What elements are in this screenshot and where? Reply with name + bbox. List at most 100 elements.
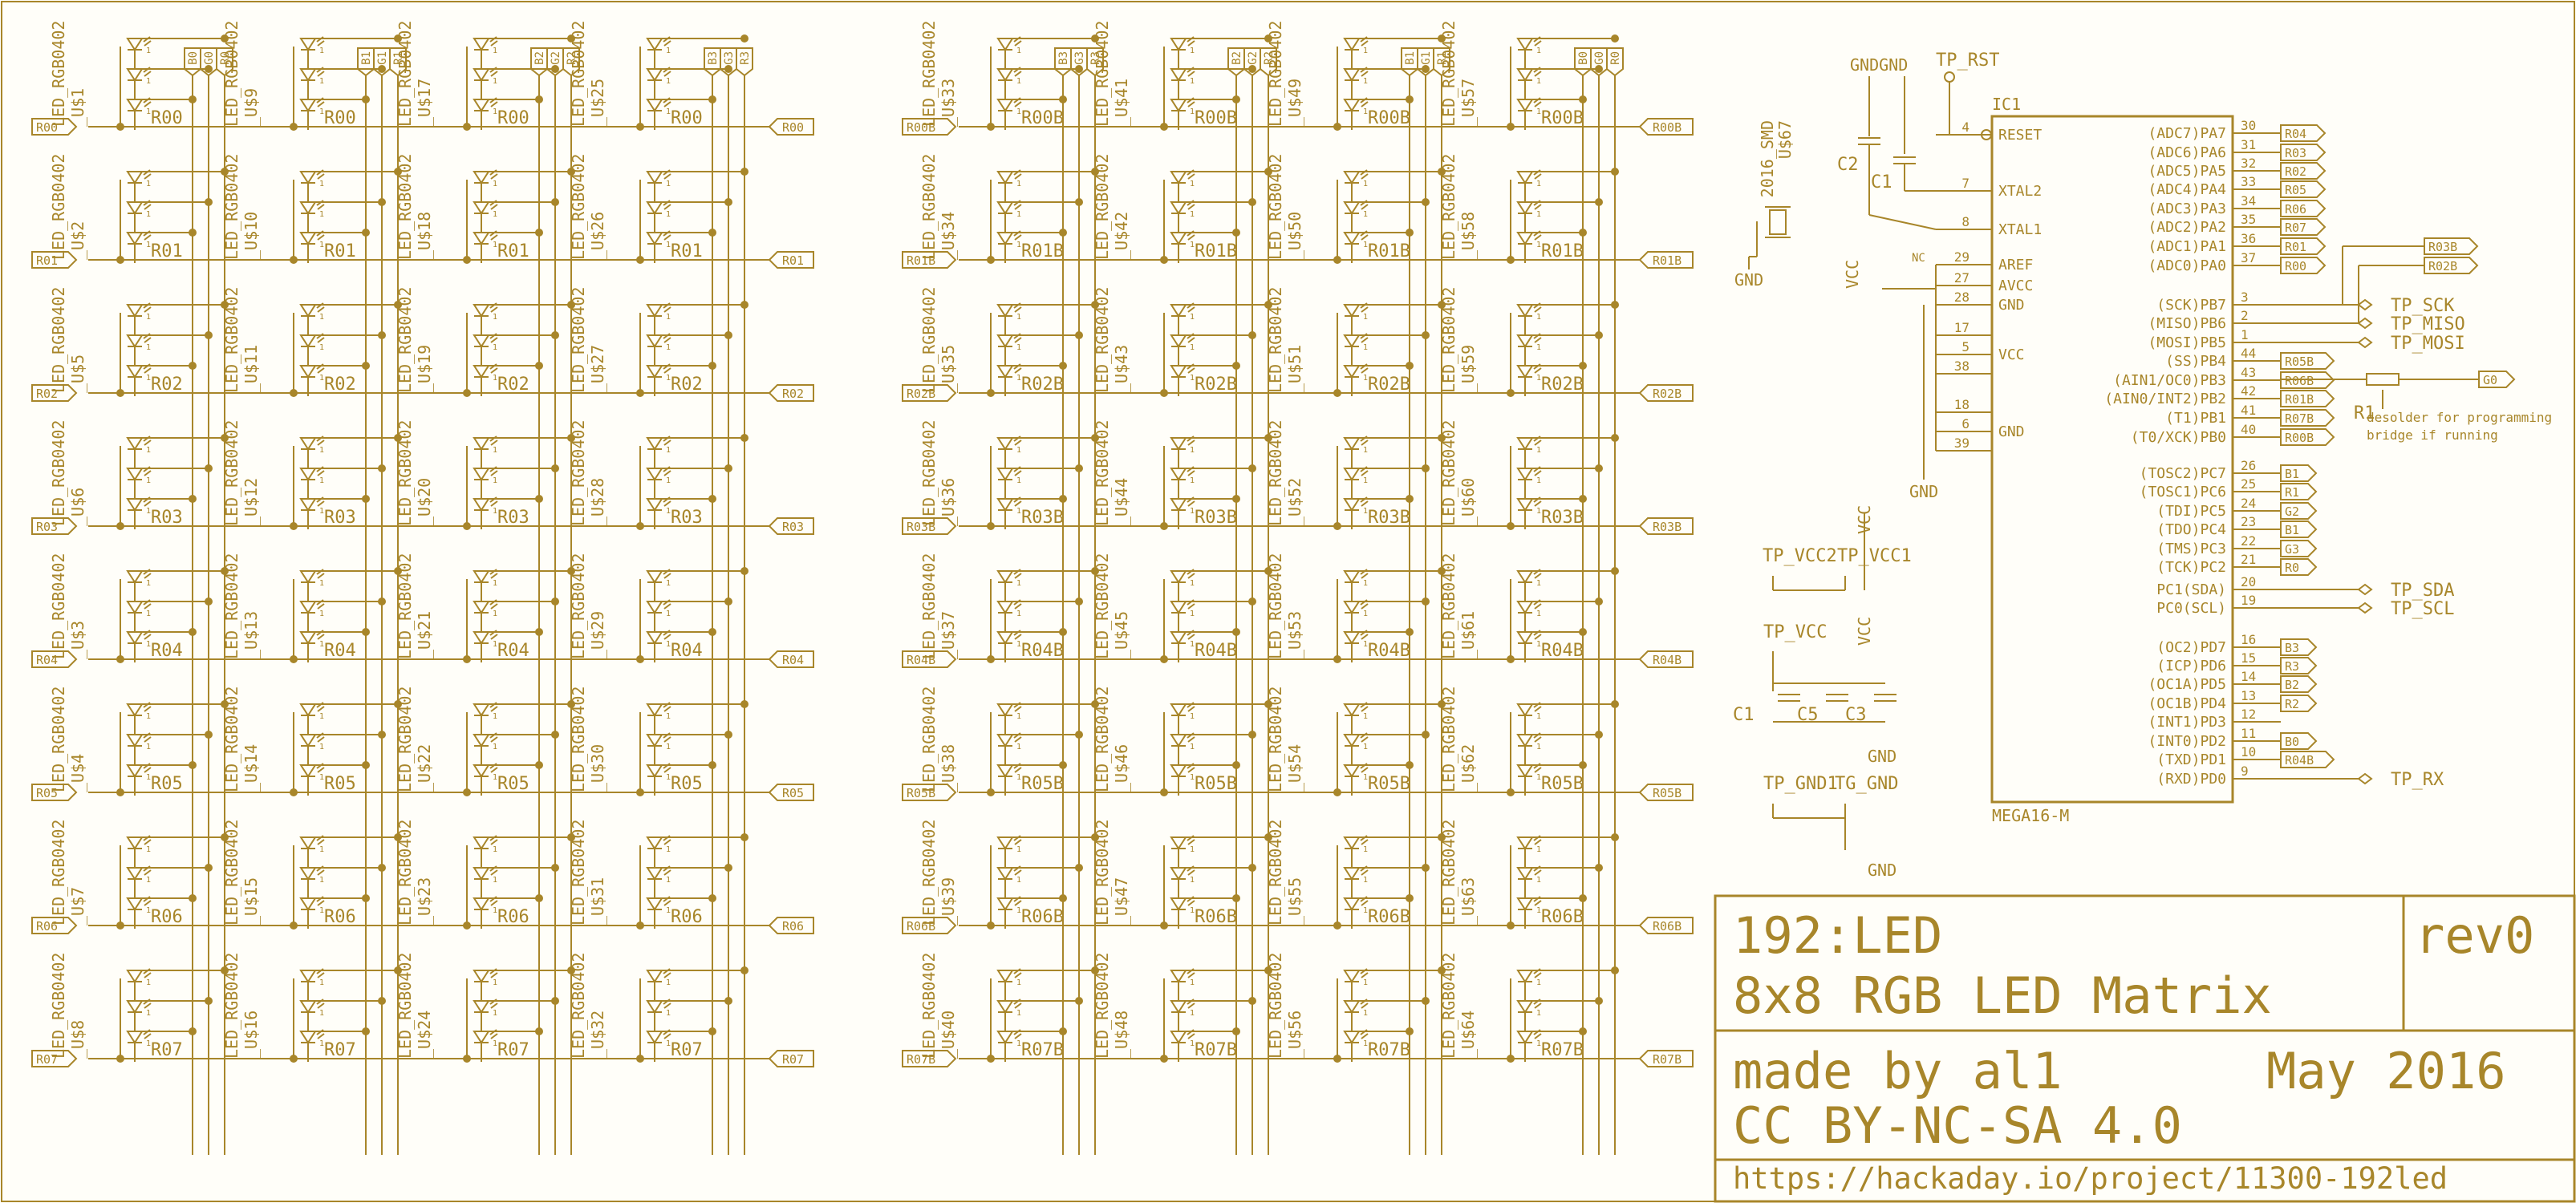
- pin-number: 21: [2241, 552, 2256, 567]
- pin-num: 1: [146, 773, 151, 782]
- emit-arrow: [317, 40, 325, 47]
- led-icon: 1: [473, 496, 498, 516]
- pin-name: AREF: [1998, 257, 2033, 273]
- part-type: LED_RGB0402: [1093, 420, 1112, 526]
- part-type: LED_RGB0402: [396, 154, 415, 260]
- diode-triangle: [996, 897, 1014, 911]
- emit-arrow: [1014, 71, 1022, 77]
- diode-triangle: [1516, 1000, 1534, 1014]
- project-url[interactable]: https://hackaday.io/project/11300-192led: [1733, 1161, 2448, 1196]
- row-flag-R03B-right-label: R03B: [1653, 520, 1681, 534]
- led-icon: 1: [996, 200, 1022, 219]
- led-icon: 1: [299, 169, 325, 188]
- emit-arrow: [1187, 204, 1195, 210]
- junction-dot: [1507, 123, 1515, 131]
- junction-dot: [189, 761, 197, 769]
- led-icon: 1: [996, 865, 1022, 885]
- junction-dot: [567, 567, 575, 575]
- part-type: LED_RGB0402: [569, 154, 588, 260]
- junction-dot: [1232, 761, 1240, 769]
- junction-dot: [551, 331, 559, 339]
- pin-num: 1: [319, 343, 324, 352]
- led-icon: 1: [646, 230, 671, 249]
- bus-flag-B3: [704, 47, 721, 77]
- led-icon: 1: [1516, 67, 1542, 86]
- emit-arrow: [663, 972, 671, 978]
- emit-arrow: [1187, 573, 1195, 579]
- junction-dot: [740, 434, 748, 442]
- emit-arrow: [317, 337, 325, 343]
- tp-rst-label: TP_RST: [1936, 51, 1999, 71]
- emit-arrow: [490, 573, 498, 579]
- diode-triangle: [646, 836, 663, 850]
- diode-triangle: [473, 171, 490, 184]
- row-flag-R00: [31, 118, 78, 136]
- junction-dot: [724, 997, 732, 1005]
- row-label: R03: [151, 508, 183, 528]
- led-icon: 1: [299, 97, 325, 116]
- junction-dot: [1595, 597, 1603, 606]
- emit-arrow: [663, 101, 671, 107]
- part-type: LED_RGB0402: [1266, 420, 1285, 526]
- emit-arrow: [317, 767, 325, 773]
- diode-triangle: [1170, 232, 1187, 245]
- diode-triangle: [1516, 867, 1534, 881]
- emit-arrow: [317, 603, 325, 610]
- pin-num: 1: [666, 343, 671, 352]
- pin-num: 1: [493, 343, 497, 352]
- junction-dot: [987, 655, 995, 663]
- diode-triangle: [996, 365, 1014, 379]
- net-flag-R06: [2280, 200, 2327, 217]
- diode-triangle: [473, 437, 490, 451]
- pin-num: 1: [1190, 446, 1195, 455]
- bus-flag-G3: [720, 47, 737, 77]
- junction-dot: [394, 966, 402, 974]
- led-icon: 1: [1170, 599, 1195, 618]
- net-flag-R06B: [2280, 371, 2335, 389]
- pin-num: 1: [1363, 1039, 1368, 1048]
- junction-dot: [290, 389, 298, 397]
- part-ref: _U$46: [1112, 744, 1131, 792]
- pin-name: (TOSC2)PC7: [2140, 465, 2226, 482]
- row-flag-R02B-right: [1638, 384, 1694, 402]
- part-ref: _U$53: [1285, 611, 1304, 659]
- junction-dot: [1075, 198, 1083, 206]
- bus-flag-B1-label: B1: [360, 51, 373, 65]
- pin-num: 1: [493, 374, 497, 383]
- led-icon: 1: [473, 1029, 498, 1048]
- part-ref: _U$17: [415, 79, 434, 127]
- emit-arrow: [1014, 767, 1022, 773]
- row-label: R06B: [1021, 907, 1064, 927]
- row-flag-R03B-label: R03B: [907, 520, 935, 534]
- emit-arrow: [490, 839, 498, 845]
- part-type: LED_RGB0402: [1439, 953, 1458, 1059]
- pin-name: GND: [1998, 297, 2025, 314]
- tp-vcc2-label: TP_VCC2: [1763, 546, 1837, 566]
- junction-dot: [378, 864, 386, 872]
- emit-arrow: [1534, 439, 1542, 446]
- revision: rev0: [2415, 906, 2534, 965]
- junction-dot: [1264, 168, 1272, 176]
- led-icon: 1: [646, 763, 671, 782]
- title-line1: 192:LED: [1733, 906, 1942, 965]
- emit-arrow: [663, 603, 671, 610]
- row-flag-R01: [31, 251, 78, 269]
- junction-dot: [1507, 788, 1515, 796]
- diode-triangle: [299, 601, 317, 614]
- emit-arrow: [1361, 306, 1369, 313]
- emit-arrow: [1187, 900, 1195, 906]
- diode-triangle: [126, 468, 144, 481]
- emit-arrow: [490, 306, 498, 313]
- emit-arrow: [1361, 706, 1369, 712]
- junction-dot: [116, 256, 124, 264]
- pin-num: 1: [666, 313, 671, 322]
- part-ref: _U$14: [241, 744, 261, 792]
- diode-triangle: [1516, 437, 1534, 451]
- pin-number: 2: [2241, 308, 2249, 323]
- led-icon: 1: [126, 865, 152, 885]
- led-icon: 1: [299, 302, 325, 322]
- diode-triangle: [1516, 703, 1534, 717]
- pin-num: 1: [1016, 978, 1021, 987]
